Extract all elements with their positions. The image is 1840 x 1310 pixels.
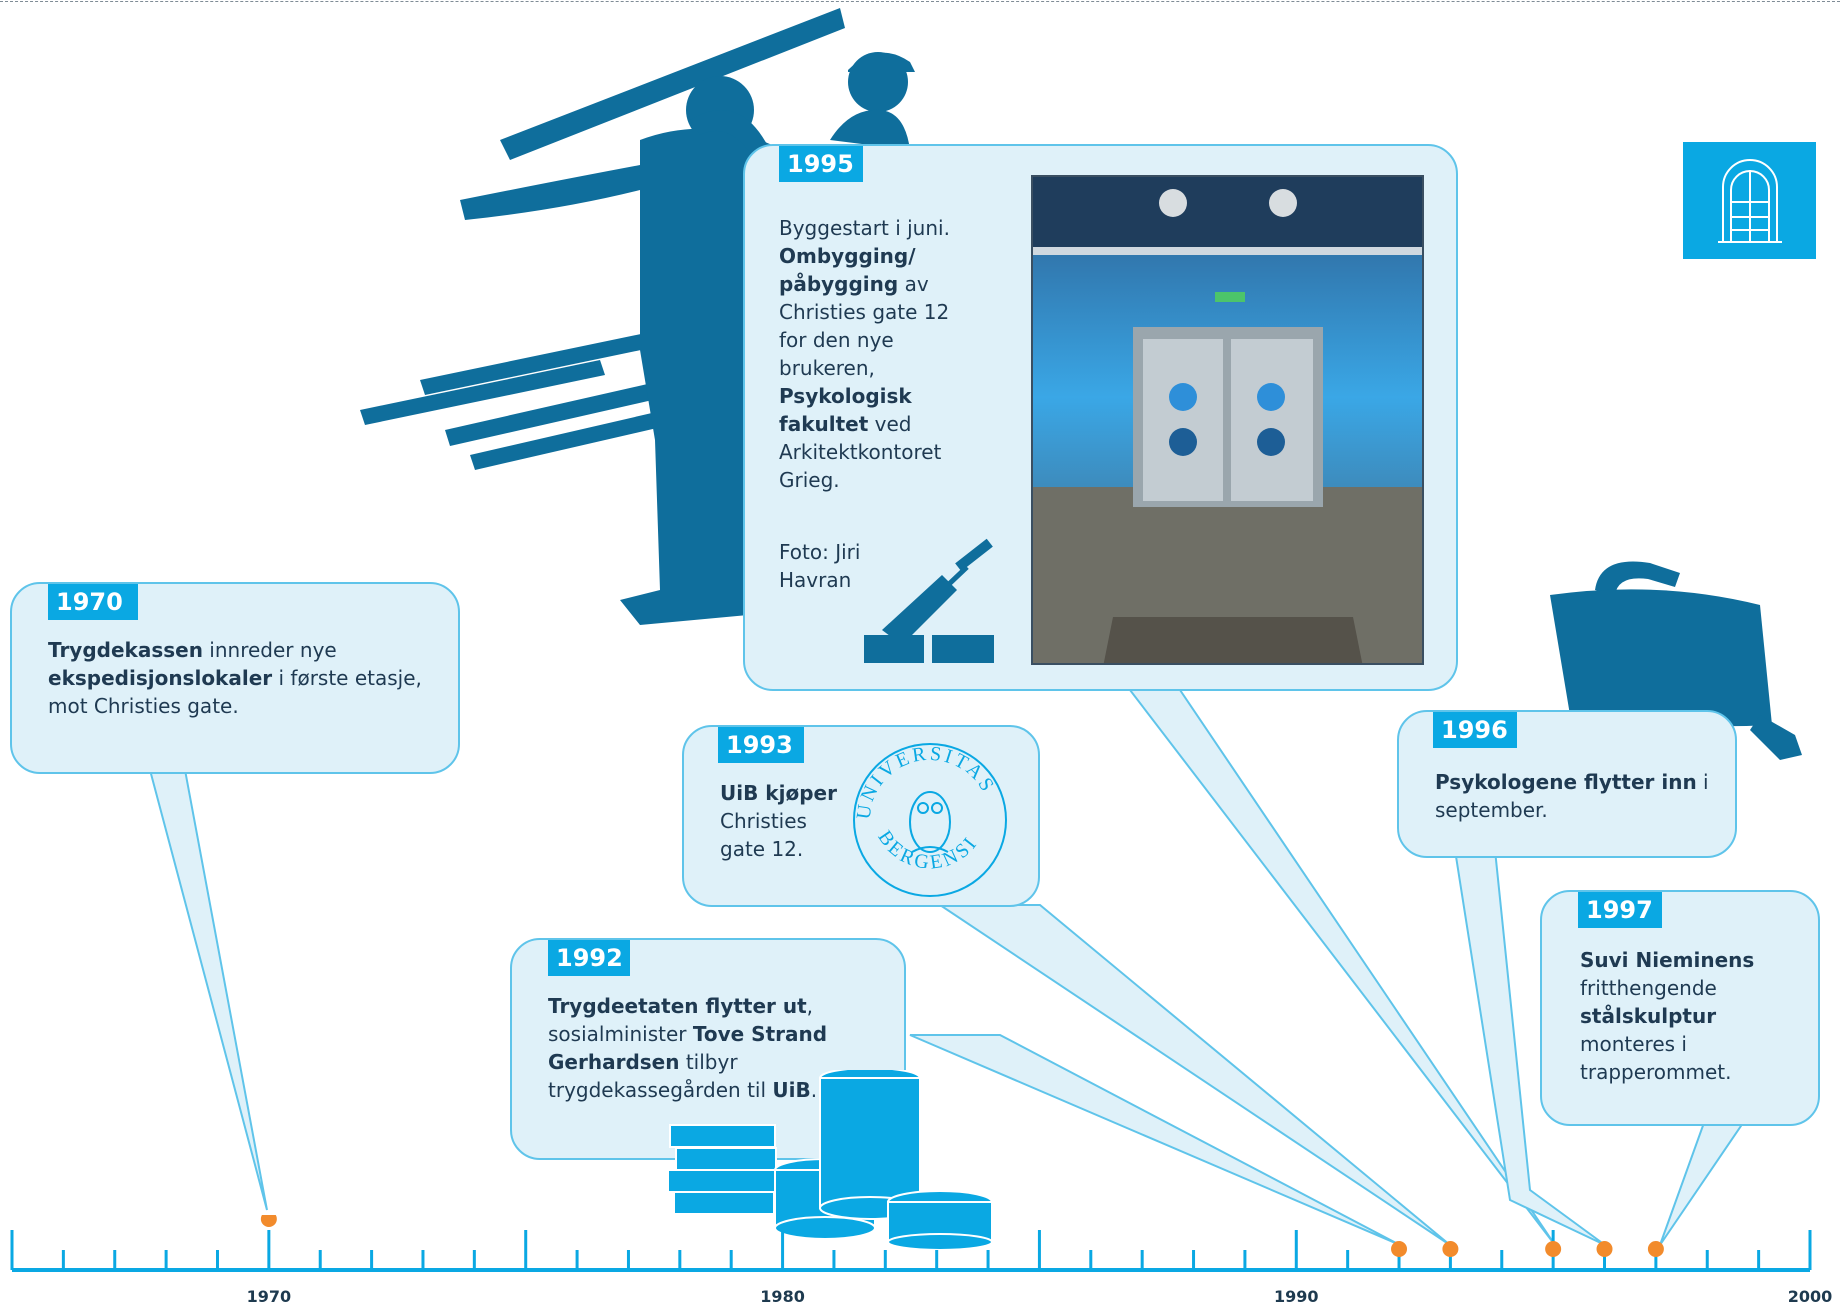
photo-credit: Foto: Jiri Havran (779, 540, 861, 592)
money-stacks-icon (667, 1070, 993, 1250)
planks-icon (420, 330, 665, 395)
event-year-label: 1995 (779, 146, 863, 182)
seal-top-text: UNIVERSITAS (853, 743, 997, 821)
event-text: Trygdekassen innreder nye ekspedisjonslo… (48, 638, 422, 718)
event-year-label: 1993 (718, 727, 804, 763)
trowel-bricks-icon (864, 538, 994, 663)
event-1970-bubble: 1970 Trygdekassen innreder nye ekspedisj… (10, 582, 460, 774)
event-marker (1596, 1241, 1613, 1257)
event-text: Suvi Nieminens fritthengende stålskulptu… (1580, 948, 1755, 1084)
event-year-label: 1970 (48, 584, 138, 620)
event-marker (1647, 1241, 1664, 1257)
timeline-axis (10, 1215, 1812, 1272)
event-year-label: 1996 (1433, 712, 1517, 748)
event-text: UiB kjøper Christies gate 12. (720, 781, 837, 861)
axis-year-label: 2000 (1787, 1287, 1833, 1306)
building-logo-icon (1683, 142, 1816, 259)
event-1996-bubble: 1996 Psykologene flytter inn i september… (1397, 710, 1737, 858)
university-seal-icon: UNIVERSITAS BERGENSIS (850, 740, 1007, 897)
event-marker (1442, 1241, 1459, 1257)
event-1997-bubble: 1997 Suvi Nieminens fritthengende stålsk… (1540, 890, 1820, 1126)
event-text: Psykologene flytter inn i september. (1435, 770, 1709, 822)
event-text: Byggestart i juni. Ombygging/ påbygging … (779, 216, 950, 492)
event-1992-bubble: 1992 Trygdeetaten flytter ut, sosialmini… (510, 938, 906, 1160)
door-photo-icon (1031, 175, 1424, 665)
event-marker (260, 1215, 277, 1227)
top-dashed-border (0, 1, 1840, 2)
event-text: Trygdeetaten flytter ut, sosialminister … (548, 994, 828, 1102)
axis-year-label: 1990 (1274, 1287, 1319, 1306)
event-year-label: 1997 (1578, 892, 1662, 928)
axis-year-label: 1980 (760, 1287, 805, 1306)
event-year-label: 1992 (548, 940, 630, 976)
event-marker (1391, 1241, 1408, 1257)
axis-year-label: 1970 (246, 1287, 292, 1306)
briefcase-icon (1550, 561, 1802, 760)
event-marker (1545, 1241, 1562, 1257)
svg-text:UNIVERSITAS: UNIVERSITAS (853, 743, 1000, 821)
